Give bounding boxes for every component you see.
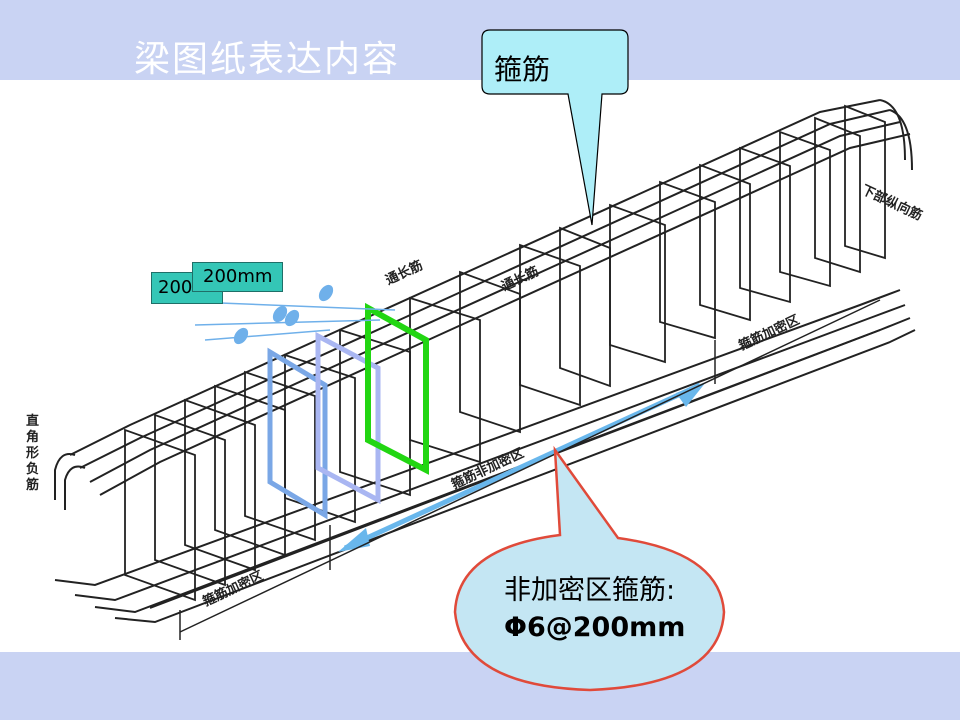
nondense-stirrup-spec: Φ6@200mm <box>504 612 686 643</box>
dimension-label-front: 200mm <box>192 262 284 292</box>
nondense-stirrup-label: 非加密区箍筋: <box>504 575 676 606</box>
highlight-stirrup-blue <box>267 347 328 520</box>
callout-oval-bottom <box>453 445 726 692</box>
stirrup-callout-label: 箍筋 <box>494 53 551 86</box>
highlight-stirrup-green <box>365 302 429 475</box>
label-right-angle-negative-rebar: 直角形负筋 <box>26 414 40 493</box>
callout-bubble-top <box>481 29 629 226</box>
slide-title: 梁图纸表达内容 <box>134 39 401 80</box>
span-arrow <box>338 382 706 552</box>
stirrups <box>124 104 886 602</box>
bottom-band <box>0 652 960 720</box>
top-band <box>0 0 960 80</box>
zone-dimension-lines <box>179 299 881 640</box>
top-longitudinal-bars <box>54 99 913 510</box>
highlight-stirrup-lavender <box>315 331 381 505</box>
dimension-ticks <box>233 284 334 345</box>
